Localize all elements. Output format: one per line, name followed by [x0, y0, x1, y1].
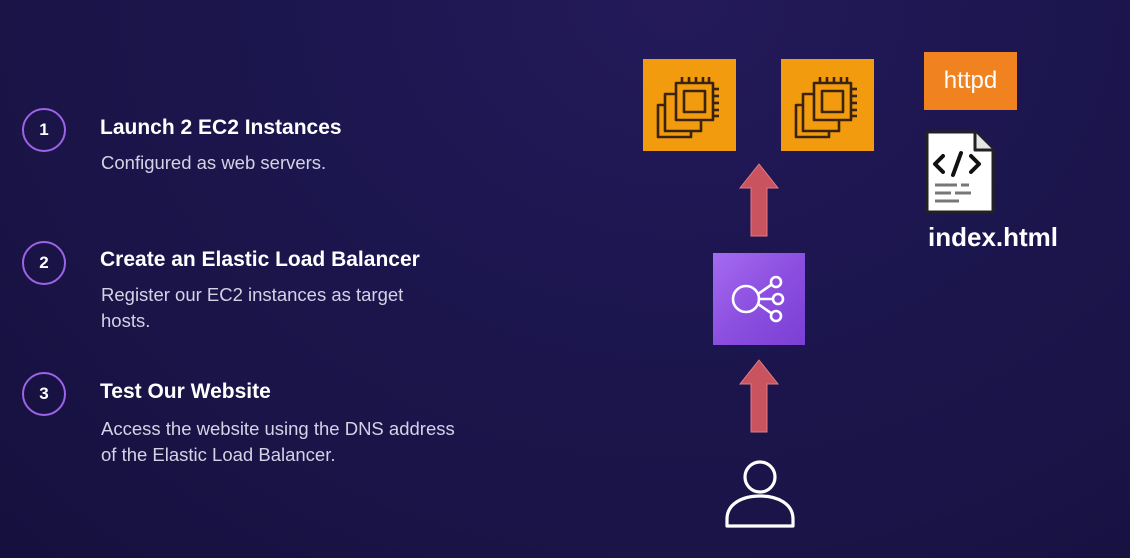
ec2-instance-1: [643, 59, 736, 151]
step-number-badge: 2: [22, 241, 66, 285]
html-file-icon: [925, 130, 995, 214]
ec2-instance-icon: [794, 77, 857, 139]
elastic-load-balancer-icon: [731, 275, 785, 323]
arrow-elb-to-ec2: [738, 162, 780, 238]
file-name-label: index.html: [928, 222, 1059, 252]
user-icon: [725, 460, 795, 528]
arrow-up-icon: [738, 163, 780, 237]
user: [722, 457, 798, 529]
step-description: Register our EC2 instances as target hos…: [101, 284, 404, 331]
step-description: Access the website using the DNS address…: [101, 418, 455, 465]
step-description: Configured as web servers.: [101, 152, 327, 173]
arrow-up-icon: [738, 359, 780, 433]
arrow-user-to-elb: [738, 358, 780, 434]
ec2-instance-icon: [656, 77, 719, 139]
httpd-badge: httpd: [924, 52, 1017, 110]
ec2-instance-2: [781, 59, 874, 151]
step-title: Launch 2 EC2 Instances: [100, 116, 342, 139]
elastic-load-balancer: [713, 253, 805, 345]
step-number-badge: 3: [22, 372, 66, 416]
step-title: Create an Elastic Load Balancer: [100, 248, 420, 271]
step-number-badge: 1: [22, 108, 66, 152]
step-title: Test Our Website: [100, 380, 271, 403]
